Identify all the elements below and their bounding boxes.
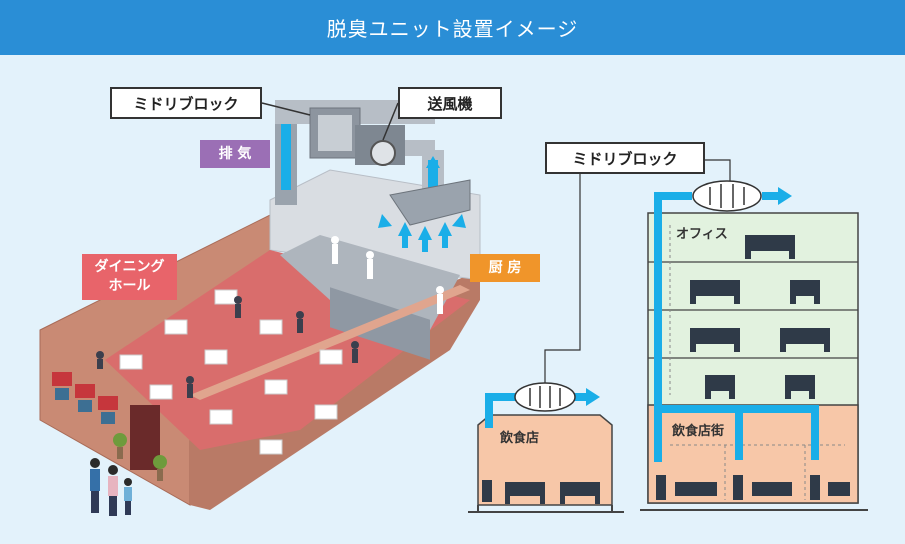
range-hood bbox=[389, 179, 471, 226]
midori-block-label-2: ミドリブロック bbox=[545, 142, 705, 174]
shop-duct-up bbox=[485, 393, 493, 428]
exhaust-flow bbox=[281, 120, 291, 190]
shop-duct-arrow bbox=[586, 388, 600, 406]
office-label: オフィス bbox=[676, 227, 728, 242]
kitchen-tag: 厨 房 bbox=[470, 254, 540, 282]
office-midori-block-grille bbox=[709, 184, 745, 208]
restaurant-label: 飲食店 bbox=[500, 431, 540, 446]
buildings-right bbox=[468, 159, 868, 513]
kitchen-airflow-arrows bbox=[378, 214, 466, 252]
exhaust-tag: 排 気 bbox=[200, 140, 270, 168]
midori-block-panel bbox=[318, 115, 352, 151]
restaurant-building bbox=[39, 169, 481, 516]
office-midori-block bbox=[692, 180, 762, 212]
office-worker-icons bbox=[690, 235, 830, 399]
hood-flow bbox=[428, 160, 438, 190]
riser-duct bbox=[654, 192, 662, 462]
diners bbox=[96, 236, 444, 398]
awnings bbox=[52, 372, 118, 424]
midori-block-label-1: ミドリブロック bbox=[110, 87, 262, 119]
dining-hall-line2: ホール bbox=[108, 278, 151, 294]
dining-hall-tag: ダイニング ホール bbox=[82, 254, 177, 300]
office-duct-arrow bbox=[778, 187, 792, 205]
plants bbox=[113, 433, 167, 481]
page-title: 脱臭ユニット設置イメージ bbox=[0, 0, 905, 55]
shop-midori-block bbox=[514, 382, 576, 412]
restaurant-duct-system bbox=[261, 100, 471, 252]
pedestrians bbox=[90, 458, 132, 516]
floor-lines bbox=[648, 261, 858, 359]
dining-hall-line1: ダイニング bbox=[94, 259, 165, 275]
restaurant-street-label: 飲食店街 bbox=[672, 424, 725, 439]
shop-midori-block-grille bbox=[529, 386, 561, 408]
dining-tables bbox=[119, 289, 343, 455]
fan-label: 送風機 bbox=[398, 87, 502, 119]
shop-diner-icons bbox=[482, 475, 850, 504]
fan-icon bbox=[370, 140, 396, 166]
wall-top-edge bbox=[190, 285, 470, 400]
